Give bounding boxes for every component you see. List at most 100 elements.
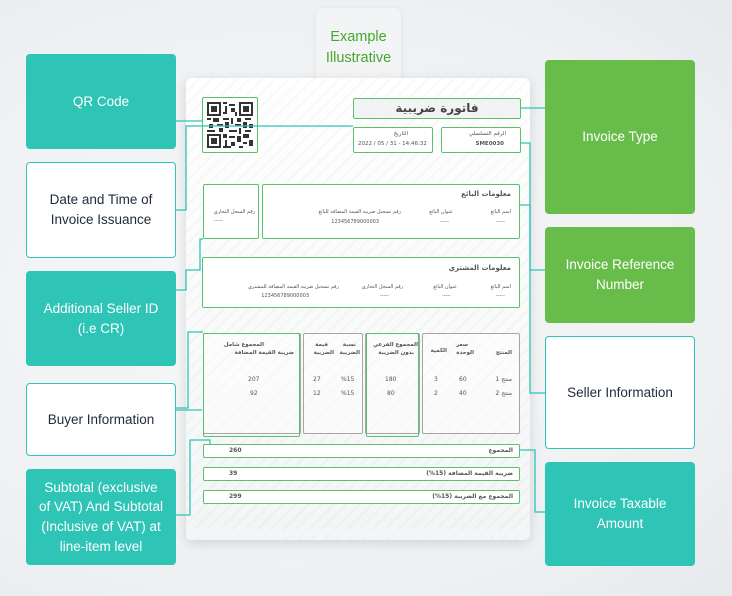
buyer-vat-value: 123456789000003 <box>261 293 309 299</box>
buyer-address-label: عنوان البائع <box>433 284 457 290</box>
total-value-grand: 299 <box>229 493 242 500</box>
header-subtotal-1: المجموع الفرعي <box>372 342 418 348</box>
invoice-date-box: التاريخ 2022 / 05 / 31 - 14:46:32 <box>353 127 433 153</box>
seller-vat-label: رقم تسجيل ضريبة القيمة المضافة للبائع <box>318 209 401 215</box>
row1-vat-rate: %15 <box>341 376 355 383</box>
label-invoice-type-text: Invoice Type <box>582 129 658 145</box>
row2-subtotal: 80 <box>387 390 395 397</box>
seller-cr-value: ----- <box>214 218 224 224</box>
table-col-products <box>422 333 520 434</box>
total-value-vat: 39 <box>229 470 238 477</box>
label-qr-code-text: QR Code <box>72 93 130 109</box>
invoice-title: فاتورة ضريبية <box>395 101 479 115</box>
row2-total: 92 <box>250 390 258 397</box>
total-value-subtotal: 260 <box>229 447 242 454</box>
row2-quantity: 2 <box>434 390 438 397</box>
invoice-title-box: فاتورة ضريبية <box>353 98 521 119</box>
label-qr-code: QR Code <box>26 54 176 149</box>
seller-cr-box: رقم السجل التجاري ----- <box>203 184 259 239</box>
seller-name-label: اسم البائع <box>490 209 512 215</box>
table-col-vat <box>303 333 363 434</box>
row1-total: 207 <box>248 376 260 383</box>
header-product: المنتج <box>495 350 512 356</box>
table-col-subtotal <box>365 333 420 434</box>
row1-subtotal: 180 <box>385 376 397 383</box>
row2-unit-price: 40 <box>459 390 467 397</box>
label-additional-seller-line1: Additional Seller ID <box>43 300 159 316</box>
total-row-grand: المجموع مع الضريبة (15%) 299 <box>203 490 520 504</box>
total-label-subtotal: المجموع <box>488 447 513 454</box>
seller-address-label: عنوان البائع <box>429 209 453 215</box>
buyer-vat-label: رقم تسجيل ضريبة القيمة المضافة للمشتري <box>247 284 339 290</box>
serial-label: الرقم التسلسلي <box>468 131 506 137</box>
label-additional-seller-id: Additional Seller ID (i.e CR) <box>26 271 176 366</box>
label-buyer-information-text: Buyer Information <box>47 411 155 427</box>
buyer-heading: معلومات المشتري <box>448 264 511 272</box>
label-subtotal-line3: (Inclusive of VAT) at <box>41 519 161 534</box>
invoice-serial-box: الرقم التسلسلي SME0030 <box>441 127 521 153</box>
date-value: 2022 / 05 / 31 - 14:46:32 <box>358 141 427 147</box>
header-unit-price-1: سعر <box>456 342 468 348</box>
seller-cr-label: رقم السجل التجاري <box>213 209 255 215</box>
row1-product: منتج 1 <box>495 376 512 383</box>
label-date-time: Date and Time of Invoice Issuance <box>26 162 176 258</box>
date-label: التاريخ <box>393 131 408 137</box>
row2-vat-amount: 12 <box>313 390 321 397</box>
row2-product: منتج 2 <box>495 390 512 397</box>
buyer-cr-label: رقم السجل التجاري <box>361 284 403 290</box>
label-invoice-reference-line1: Invoice Reference <box>565 257 675 273</box>
header-vat-rate-1: نسبة <box>342 342 356 348</box>
buyer-name-label: اسم البائع <box>490 284 512 290</box>
serial-value: SME0030 <box>475 141 505 147</box>
label-subtotal-line-item: Subtotal (exclusive of VAT) And Subtotal… <box>26 469 176 565</box>
row1-vat-amount: 27 <box>313 376 321 383</box>
paper-torn-edge <box>186 530 530 540</box>
label-invoice-reference-line2: Number <box>595 277 644 292</box>
seller-name-value: ----- <box>495 219 505 225</box>
label-subtotal-line4: line-item level <box>59 538 143 554</box>
label-date-time-line2: Invoice Issuance <box>50 212 152 227</box>
seller-address-value: ----- <box>439 219 449 225</box>
example-tag-line1: Example <box>330 28 387 45</box>
header-unit-price-2: الوحدة <box>456 350 474 356</box>
label-subtotal-line1: Subtotal (exclusive <box>44 479 158 495</box>
seller-info-box: معلومات البائع اسم البائع ----- عنوان ال… <box>262 184 520 239</box>
header-total-2: ضريبة القيمة المضافة <box>234 350 294 356</box>
label-subtotal-line2: of VAT) And Subtotal <box>38 499 164 515</box>
subtotal-excl-vat-highlight <box>366 333 419 437</box>
row2-vat-rate: %15 <box>341 390 355 397</box>
header-vat-amount-1: قيمة <box>315 342 328 348</box>
header-vat-rate-2: الضريبة <box>339 350 360 356</box>
seller-heading: معلومات البائع <box>461 190 511 198</box>
total-row-subtotal: المجموع 260 <box>203 444 520 458</box>
label-date-time-line1: Date and Time of <box>49 192 153 208</box>
label-invoice-taxable-amount: Invoice Taxable Amount <box>545 462 695 566</box>
buyer-address-value: ----- <box>441 293 451 299</box>
total-label-grand: المجموع مع الضريبة (15%) <box>432 493 513 500</box>
total-incl-vat-highlight <box>203 333 300 437</box>
label-seller-information-text: Seller Information <box>567 384 673 400</box>
buyer-name-value: ----- <box>495 293 505 299</box>
qr-code-icon <box>207 102 253 148</box>
row1-quantity: 3 <box>434 376 438 383</box>
example-illustrative-tag: Example Illustrative <box>316 8 401 88</box>
total-row-vat: ضريبة القيمة المضافة (15%) 39 <box>203 467 520 481</box>
label-seller-information: Seller Information <box>545 336 695 449</box>
label-additional-seller-line2: (i.e CR) <box>77 320 125 336</box>
total-label-vat: ضريبة القيمة المضافة (15%) <box>426 470 513 477</box>
header-quantity: الكمية <box>430 348 447 354</box>
buyer-cr-value: ----- <box>379 293 389 299</box>
row1-unit-price: 60 <box>459 376 467 383</box>
label-invoice-type: Invoice Type <box>545 60 695 214</box>
label-invoice-reference-number: Invoice Reference Number <box>545 227 695 323</box>
qr-code-box <box>202 97 258 153</box>
label-buyer-information: Buyer Information <box>26 383 176 456</box>
seller-vat-value: 123456789000003 <box>331 219 379 225</box>
header-total-1: المجموع شامل <box>223 342 264 348</box>
header-vat-amount-2: الضريبة <box>313 350 334 356</box>
header-subtotal-2: بدون الضريبة <box>378 350 414 356</box>
example-tag-line2: Illustrative <box>325 50 392 66</box>
label-invoice-taxable-line2: Amount <box>596 516 644 531</box>
buyer-info-box: معلومات المشتري اسم البائع ----- عنوان ا… <box>202 257 520 308</box>
label-invoice-taxable-line1: Invoice Taxable <box>573 496 667 512</box>
